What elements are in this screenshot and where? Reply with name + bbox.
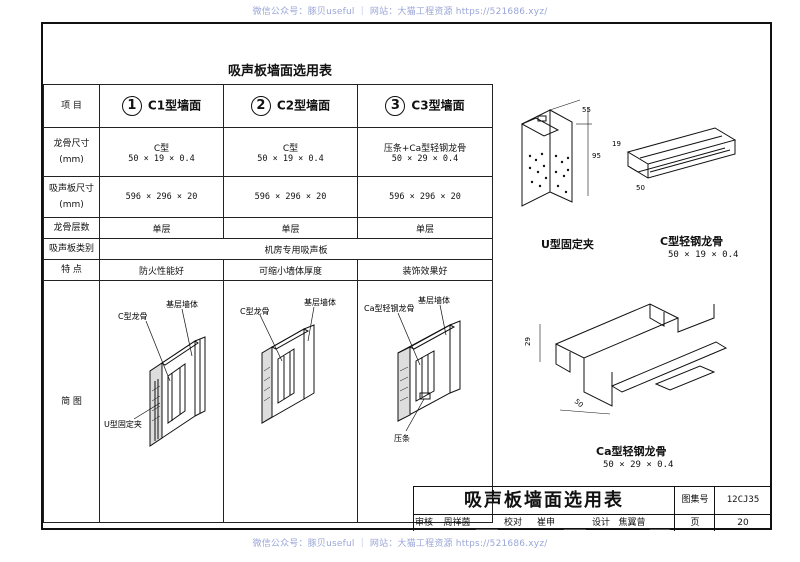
row-header-feature: 特 点 <box>43 259 100 281</box>
c2-wall-label: 基层墙体 <box>304 297 336 307</box>
atlas-number: 12CJ35 <box>726 495 760 505</box>
c1-wall-diagram: C型龙骨 基层墙体 U型固定夹 <box>104 299 206 447</box>
cell-diagram-c2: C型龙骨 基层墙体 <box>223 280 358 523</box>
row-header-panel-size: 吸声板尺寸(mm) <box>43 176 100 218</box>
cell-panel-c3: 596 × 296 × 20 <box>357 176 493 218</box>
c1-clip-label: U型固定夹 <box>104 419 142 429</box>
ca-keel-label: Ca型轻钢龙骨 <box>596 445 667 458</box>
ca-keel-drawing <box>539 303 728 415</box>
table-row: 吸声板尺寸(mm) 596 × 296 × 20 596 × 296 × 20 … <box>43 176 493 218</box>
cell-diagram-c1: C型龙骨 基层墙体 U型固定夹 <box>99 280 224 523</box>
c3-strip-label: 压条 <box>394 433 410 443</box>
c1-keel-label: C型龙骨 <box>118 311 148 321</box>
title-block: 吸声板墙面选用表 图集号 12CJ35 页 20 审核 周祥茵 校对 崔申 设计… <box>413 486 772 531</box>
table-row: 特 点 防火性能好 可缩小墙体厚度 装饰效果好 <box>43 259 493 281</box>
c3-keel-label: Ca型轻钢龙骨 <box>364 303 415 313</box>
check-label: 校对 <box>503 518 522 528</box>
cell-panel-c2: 596 × 296 × 20 <box>223 176 358 218</box>
designer-signature <box>649 517 675 530</box>
c-keel-label: C型轻钢龙骨 <box>660 235 724 248</box>
c2-keel-label: C型龙骨 <box>240 306 270 316</box>
cell-panel-c1: 596 × 296 × 20 <box>99 176 224 218</box>
u-clip-dim-b: 95 <box>592 152 601 160</box>
ca-keel-dim-w: 50 <box>573 397 585 409</box>
page-label: 页 <box>690 518 700 528</box>
reviewer-signature <box>475 517 503 530</box>
u-clip-dim-a: 55 <box>582 106 591 114</box>
review-label: 审核 <box>414 518 433 528</box>
c-keel-dim-h: 19 <box>612 140 621 148</box>
c2-wall-diagram: C型龙骨 基层墙体 <box>240 297 336 424</box>
row-header-panel-type: 吸声板类别 <box>43 238 100 260</box>
page-title: 吸声板墙面选用表 <box>227 64 332 79</box>
c3-wall-label: 基层墙体 <box>418 295 450 305</box>
c3-wall-diagram: Ca型轻钢龙骨 基层墙体 压条 <box>364 295 461 443</box>
watermark-top: 微信公众号：豚贝useful ｜ 网站：大猫工程资源 https://52168… <box>252 7 548 17</box>
cell-layers-c2: 单层 <box>223 217 358 239</box>
watermark-bottom: 微信公众号：豚贝useful ｜ 网站：大猫工程资源 https://52168… <box>252 539 548 549</box>
u-clip-label: U型固定夹 <box>541 238 594 251</box>
designer-name: 焦翼曾 <box>618 518 646 528</box>
row-header-keel-size: 龙骨尺寸(mm) <box>43 127 100 177</box>
cell-panel-type: 机房专用吸声板 <box>99 238 493 260</box>
table-row: 龙骨层数 单层 单层 单层 <box>43 217 493 239</box>
drawing-frame <box>41 22 772 530</box>
cell-diagram-c3: Ca型轻钢龙骨 基层墙体 压条 <box>357 280 493 523</box>
c1-wall-label: 基层墙体 <box>166 299 198 309</box>
row-header-layers: 龙骨层数 <box>43 217 100 239</box>
table-row: 简 图 C型龙骨 基 <box>43 280 493 523</box>
title-block-title: 吸声板墙面选用表 <box>464 490 624 511</box>
row-header-item: 项 目 <box>43 84 100 128</box>
design-label: 设计 <box>591 518 610 528</box>
c-keel-drawing <box>626 127 737 179</box>
reviewer-name: 周祥茵 <box>443 518 471 528</box>
c-keel-dim-w: 50 <box>636 184 645 192</box>
u-clip-drawing <box>520 99 592 207</box>
cell-layers-c3: 单层 <box>357 217 493 239</box>
row-header-diagram: 简 图 <box>43 280 100 523</box>
checker-signature <box>563 517 591 530</box>
table-row: 吸声板类别 机房专用吸声板 <box>43 238 493 260</box>
ca-keel-dim-h: 29 <box>524 337 532 346</box>
page-number: 20 <box>737 518 749 528</box>
parts-drawings: 55 95 19 50 29 50 <box>520 99 737 415</box>
c-keel-spec: 50 × 19 × 0.4 <box>668 250 739 260</box>
checker-name: 崔申 <box>536 518 555 528</box>
cell-feature-c3: 装饰效果好 <box>357 259 493 281</box>
atlas-label: 图集号 <box>681 495 709 505</box>
cell-layers-c1: 单层 <box>99 217 224 239</box>
cell-feature-c2: 可缩小墙体厚度 <box>223 259 358 281</box>
cell-feature-c1: 防火性能好 <box>99 259 224 281</box>
ca-keel-spec: 50 × 29 × 0.4 <box>603 460 674 470</box>
